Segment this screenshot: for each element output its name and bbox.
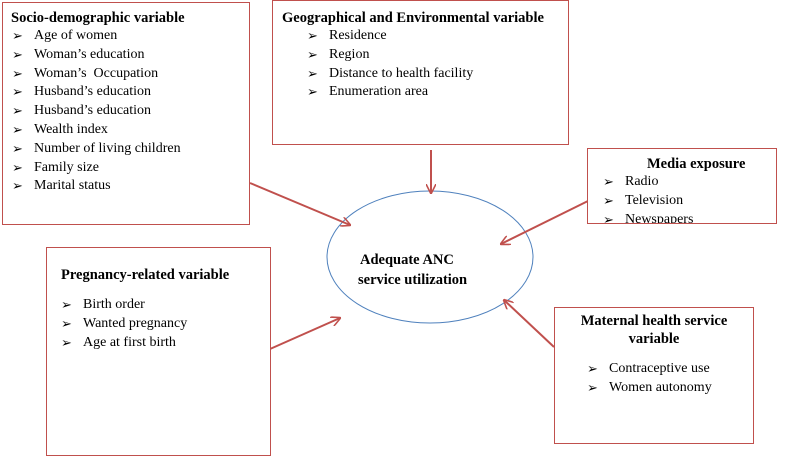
bullet-arrow-icon: ➢ — [61, 297, 72, 312]
bullet-arrow-icon: ➢ — [603, 192, 614, 208]
pregnancy-title: Pregnancy-related variable — [61, 267, 230, 283]
pregnancy-list: ➢Birth order ➢Wanted pregnancy ➢Age at f… — [61, 296, 270, 352]
bullet-arrow-icon: ➢ — [307, 46, 318, 62]
bullet-arrow-icon: ➢ — [12, 65, 23, 81]
list-item: ➢Wanted pregnancy — [61, 315, 270, 334]
list-item: ➢Distance to health facility — [307, 65, 568, 84]
media-exposure-box: Media exposure ➢Radio ➢Television ➢Newsp… — [587, 148, 777, 224]
list-item: ➢Wealth index — [12, 121, 249, 140]
geographical-box: Geographical and Environmental variable … — [272, 0, 569, 145]
bullet-arrow-icon: ➢ — [12, 121, 23, 137]
geographical-title: Geographical and Environmental variable — [282, 10, 544, 26]
list-item: ➢Age of women — [12, 27, 249, 46]
maternal-health-list: ➢Contraceptive use ➢Women autonomy — [587, 360, 753, 398]
list-item: ➢Women autonomy — [587, 379, 753, 398]
list-item: ➢Residence — [307, 27, 568, 46]
arrow-maternal — [504, 300, 555, 348]
bullet-arrow-icon: ➢ — [61, 334, 72, 350]
list-item: ➢Newspapers — [603, 211, 776, 224]
list-item: ➢Contraceptive use — [587, 360, 753, 379]
list-item: ➢Family size — [12, 159, 249, 178]
list-item: ➢Radio — [603, 173, 776, 192]
bullet-arrow-icon: ➢ — [307, 65, 318, 81]
outcome-label: Adequate ANC service utilization — [358, 252, 468, 288]
media-exposure-title: Media exposure — [647, 156, 746, 172]
list-item: ➢Husband’s education — [12, 83, 249, 102]
bullet-arrow-icon: ➢ — [12, 103, 23, 119]
bullet-arrow-icon: ➢ — [307, 84, 318, 100]
list-item: ➢Number of living children — [12, 140, 249, 159]
bullet-arrow-icon: ➢ — [587, 361, 598, 376]
list-item: ➢Birth order — [61, 296, 270, 315]
list-item: ➢Television — [603, 192, 776, 211]
list-item: ➢Age at first birth — [61, 334, 270, 353]
arrow-media — [501, 199, 591, 244]
list-item: ➢Enumeration area — [307, 83, 568, 102]
list-item: ➢Husband’s education — [12, 102, 249, 121]
bullet-arrow-icon: ➢ — [587, 379, 598, 395]
list-item: ➢Marital status — [12, 177, 249, 196]
socio-demographic-list: ➢Age of women ➢Woman’s education ➢Woman’… — [12, 27, 249, 196]
bullet-arrow-icon: ➢ — [12, 46, 23, 62]
list-item: ➢Woman’s education — [12, 46, 249, 65]
geographical-list: ➢Residence ➢Region ➢Distance to health f… — [307, 27, 568, 102]
bullet-arrow-icon: ➢ — [12, 159, 23, 175]
arrow-socio — [249, 182, 350, 225]
arrow-pregnancy — [269, 318, 340, 350]
socio-demographic-title: Socio-demographic variable — [11, 10, 185, 26]
list-item: ➢Region — [307, 46, 568, 65]
socio-demographic-box: Socio-demographic variable ➢Age of women… — [2, 2, 250, 225]
maternal-health-title: Maternal health service variable — [580, 313, 728, 347]
bullet-arrow-icon: ➢ — [12, 178, 23, 194]
maternal-health-box: Maternal health service variable ➢Contra… — [554, 307, 754, 444]
media-exposure-list: ➢Radio ➢Television ➢Newspapers — [603, 173, 776, 224]
bullet-arrow-icon: ➢ — [61, 315, 72, 331]
bullet-arrow-icon: ➢ — [12, 140, 23, 156]
list-item: ➢Woman’s Occupation — [12, 65, 249, 84]
pregnancy-box: Pregnancy-related variable ➢Birth order … — [46, 247, 271, 456]
bullet-arrow-icon: ➢ — [603, 174, 614, 189]
bullet-arrow-icon: ➢ — [603, 211, 614, 224]
bullet-arrow-icon: ➢ — [12, 84, 23, 100]
bullet-arrow-icon: ➢ — [307, 28, 318, 43]
bullet-arrow-icon: ➢ — [12, 28, 23, 43]
